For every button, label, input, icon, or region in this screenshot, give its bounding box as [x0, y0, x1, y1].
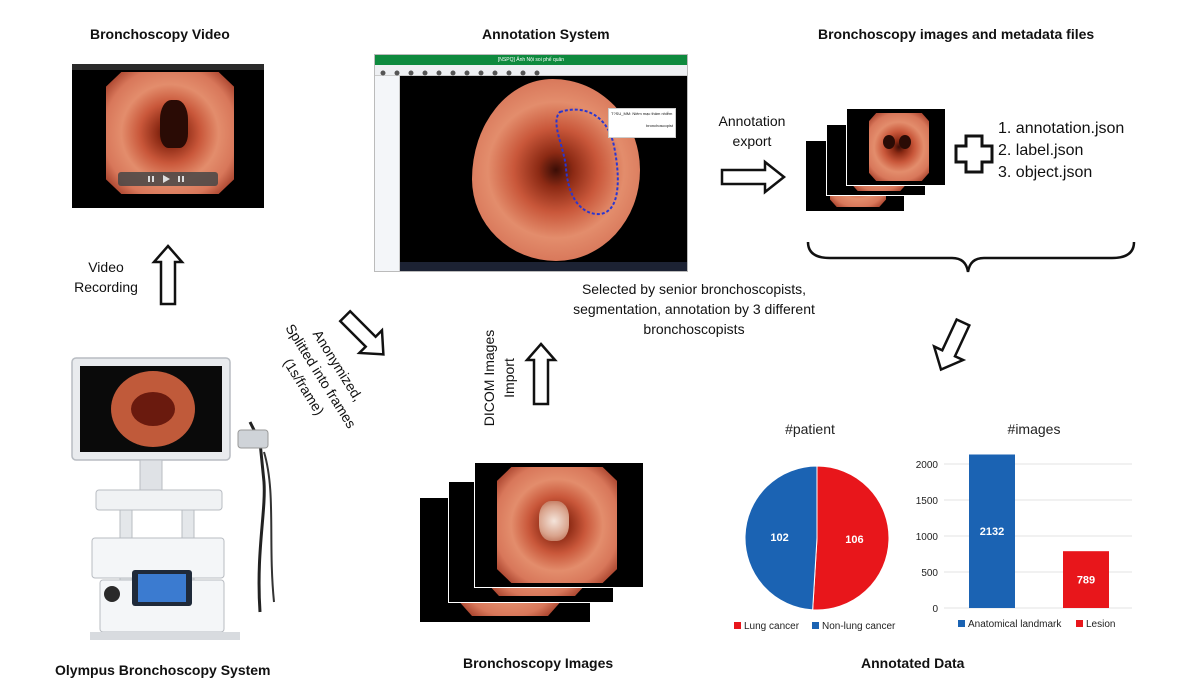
arrow-up-dicom [524, 342, 558, 406]
brace [806, 241, 1136, 273]
file-label-json: 2. label.json [998, 142, 1084, 159]
images-title: Bronchoscopy Images [463, 655, 614, 671]
annotation-canvas[interactable]: T?SU_MM: Niêm mạc thâm nhiễm bronchoscop… [400, 76, 687, 262]
file-object-json: 3. object.json [998, 164, 1093, 181]
pie-title: #patient [785, 421, 835, 437]
pie-slice-lung-cancer [812, 465, 890, 611]
bar-legend-swatch-0 [958, 620, 965, 627]
pie-legend-swatch-1 [812, 622, 819, 629]
arrow-down-annotated [932, 317, 971, 372]
pie-slice-non-lung-cancer [744, 465, 818, 611]
file-list: 1. annotation.json 2. label.json 3. obje… [998, 118, 1124, 184]
annotation-system-title: Annotation System [482, 26, 610, 42]
pie-legend-lung-cancer: Lung cancer [744, 621, 800, 632]
dicom-import-label: DICOM Images Import [481, 329, 517, 427]
pie-legend-swatch-0 [734, 622, 741, 629]
bar-value-label: 789 [1077, 575, 1095, 587]
bar-anatomical-landmark [969, 454, 1015, 608]
frame-image-front [474, 462, 644, 588]
annotation-export-label: Annotation export [718, 113, 786, 149]
annotation-sidebar[interactable] [375, 76, 400, 271]
arrow-diagonal-anonymize [338, 309, 385, 356]
video-title: Bronchoscopy Video [90, 26, 230, 42]
selection-label: Selected by senior bronchoscopists, segm… [573, 281, 815, 337]
system-title: Olympus Bronchoscopy System [55, 662, 271, 678]
bar-y-tick: 2000 [916, 460, 939, 471]
bar-y-tick: 1000 [916, 532, 939, 543]
metadata-title: Bronchoscopy images and metadata files [818, 26, 1095, 42]
bar-value-label: 2132 [980, 526, 1004, 538]
pie-value-label: 106 [845, 534, 863, 546]
pie-value-label: 102 [770, 532, 788, 544]
annotation-tooltip: T?SU_MM: Niêm mạc thâm nhiễm bronchoscop… [608, 108, 676, 138]
annotation-thumbnail-bar[interactable] [400, 262, 687, 271]
metadata-image-front [846, 108, 946, 186]
bar-y-tick: 500 [921, 568, 938, 579]
bar-y-tick: 1500 [916, 496, 939, 507]
bar-title: #images [1008, 421, 1061, 437]
pie-legend-non-lung-cancer: Non-lung cancer [822, 621, 896, 632]
annotation-window-titlebar: [NSPQ] Ảnh Nội soi phế quản [375, 55, 687, 65]
annotation-system-screenshot: [NSPQ] Ảnh Nội soi phế quản T?SU_MM: Niê… [374, 54, 688, 272]
arrow-right-export [720, 159, 787, 195]
annotation-toolbar[interactable] [375, 65, 687, 76]
bar-legend-swatch-1 [1076, 620, 1083, 627]
annotated-data-charts: #patient 106 102 Lung cancer Non-lung can… [734, 421, 1132, 632]
bar-legend-lesion: Lesion [1086, 619, 1115, 630]
annotated-data-title: Annotated Data [861, 655, 965, 671]
olympus-system-illustration [71, 357, 275, 640]
arrow-up-video [151, 244, 185, 306]
video-playback-controls[interactable] [118, 172, 218, 186]
file-annotation-json: 1. annotation.json [998, 120, 1125, 137]
bar-lesion [1063, 551, 1109, 608]
plus-icon [954, 134, 994, 174]
bronchoscopy-video-screenshot [72, 64, 264, 208]
video-recording-label: Video Recording [74, 259, 138, 295]
bar-legend-anatomical-landmark: Anatomical landmark [968, 619, 1062, 630]
bar-y-tick: 0 [932, 604, 938, 615]
